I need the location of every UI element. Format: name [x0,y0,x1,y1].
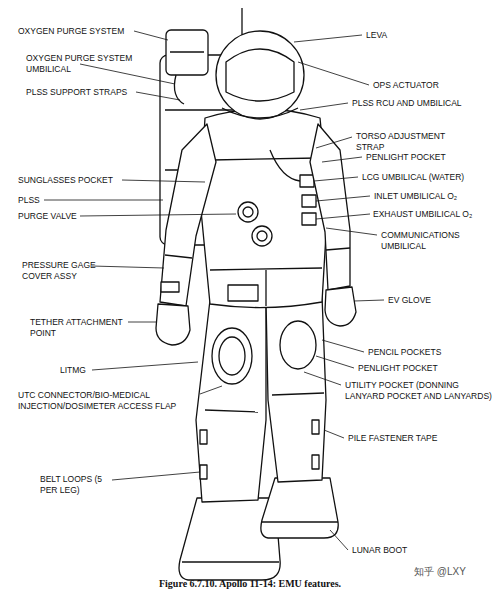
part-label: PENLIGHT POCKET [358,363,478,374]
part-label: PILE FASTENER TAPE [348,433,478,444]
part-label: SUNGLASSES POCKET [18,175,168,186]
leader-lines [44,31,384,550]
part-label: PLSS SUPPORT STRAPS [26,87,176,98]
figure-caption: Figure 6.7.10. Apollo 11-14: EMU feature… [0,578,500,589]
part-label: LUNAR BOOT [352,545,452,556]
part-label: UTILITY POCKET (DONNING LANYARD POCKET A… [345,380,495,402]
part-label: PENLIGHT POCKET [366,152,486,163]
part-label: PLSS RCU AND UMBILICAL [352,98,492,109]
part-label: INLET UMBILICAL O₂ [374,191,494,202]
part-label: LITMG [60,365,120,376]
part-label: PURGE VALVE [18,211,118,222]
part-label: PRESSURE GAGE COVER ASSY [22,260,112,282]
part-label: OXYGEN PURGE SYSTEM [18,26,168,37]
part-label: UTC CONNECTOR/BIO-MEDICAL INJECTION/DOSI… [18,390,203,412]
part-label: BELT LOOPS (5 PER LEG) [40,474,115,496]
part-label: PENCIL POCKETS [368,347,478,358]
part-label: OXYGEN PURGE SYSTEM UMBILICAL [26,53,144,75]
part-label: EV GLOVE [388,295,468,306]
part-label: PLSS [18,195,78,206]
part-label: TETHER ATTACHMENT POINT [30,317,135,339]
part-label: TORSO ADJUSTMENT STRAP [356,131,456,153]
part-label: COMMUNICATIONS UMBILICAL [381,230,491,252]
watermark: 知乎 @LXY [414,566,496,577]
part-label: EXHAUST UMBILICAL O₂ [373,209,497,220]
part-label: OPS ACTUATOR [373,80,483,91]
part-label: LCG UMBILICAL (WATER) [362,172,497,183]
part-label: LEVA [366,30,426,41]
